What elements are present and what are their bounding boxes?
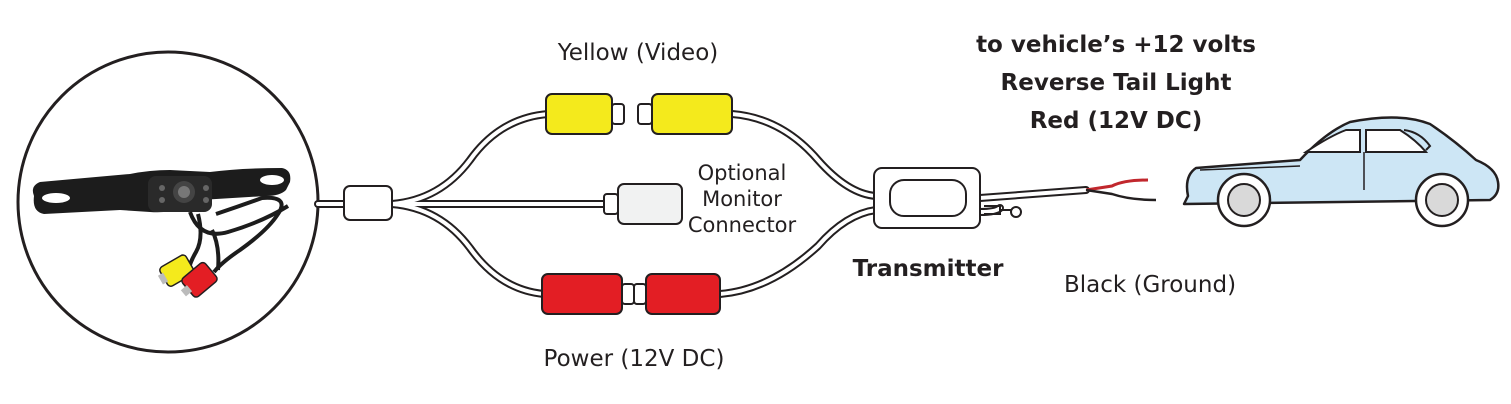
black-wire [1085,188,1157,202]
splitter-block [343,185,393,221]
optional-label-line1: Optional [698,161,787,185]
black-ground-label: Black (Ground) [1064,272,1236,298]
sedan-car-icon [1182,116,1500,228]
optional-label-line3: Connector [688,213,797,237]
backup-camera-icon [32,168,291,298]
camera-photo-circle [16,50,320,354]
vehicle-label-line2: Reverse Tail Light [1001,70,1232,96]
red-wire [1085,178,1149,192]
red-power-connector-right [633,273,721,315]
yellow-video-connector-right [637,93,733,135]
transmitter-label: Transmitter [853,256,1005,282]
wiring-harness [314,110,1157,298]
yellow-video-label: Yellow (Video) [557,40,719,66]
vehicle-label-line1: to vehicle’s +12 volts [976,32,1256,58]
yellow-video-connector-left [545,93,625,135]
power-label: Power (12V DC) [544,346,725,372]
red-power-connector-left [541,273,635,315]
optional-label-line2: Monitor [702,187,782,211]
optional-monitor-connector [603,183,683,225]
transmitter-box [873,167,981,229]
ground-wire-loop [984,205,1022,218]
vehicle-label-line3: Red (12V DC) [1030,108,1203,134]
